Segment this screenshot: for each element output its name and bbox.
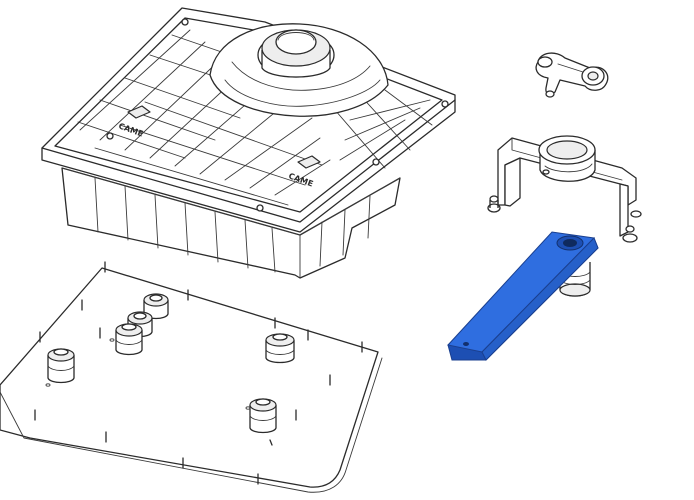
stand-off-1 xyxy=(143,293,169,320)
stand-off-5 xyxy=(265,333,295,364)
stand-off-6 xyxy=(249,398,277,434)
release-shackle xyxy=(535,52,609,98)
foundation-box: CAME CAME xyxy=(41,7,456,279)
mounting-bracket xyxy=(487,135,642,243)
base-plate xyxy=(0,261,383,493)
highlighted-lever-arm xyxy=(447,231,599,361)
stand-off-4 xyxy=(47,348,75,384)
stand-off-3 xyxy=(115,323,143,356)
